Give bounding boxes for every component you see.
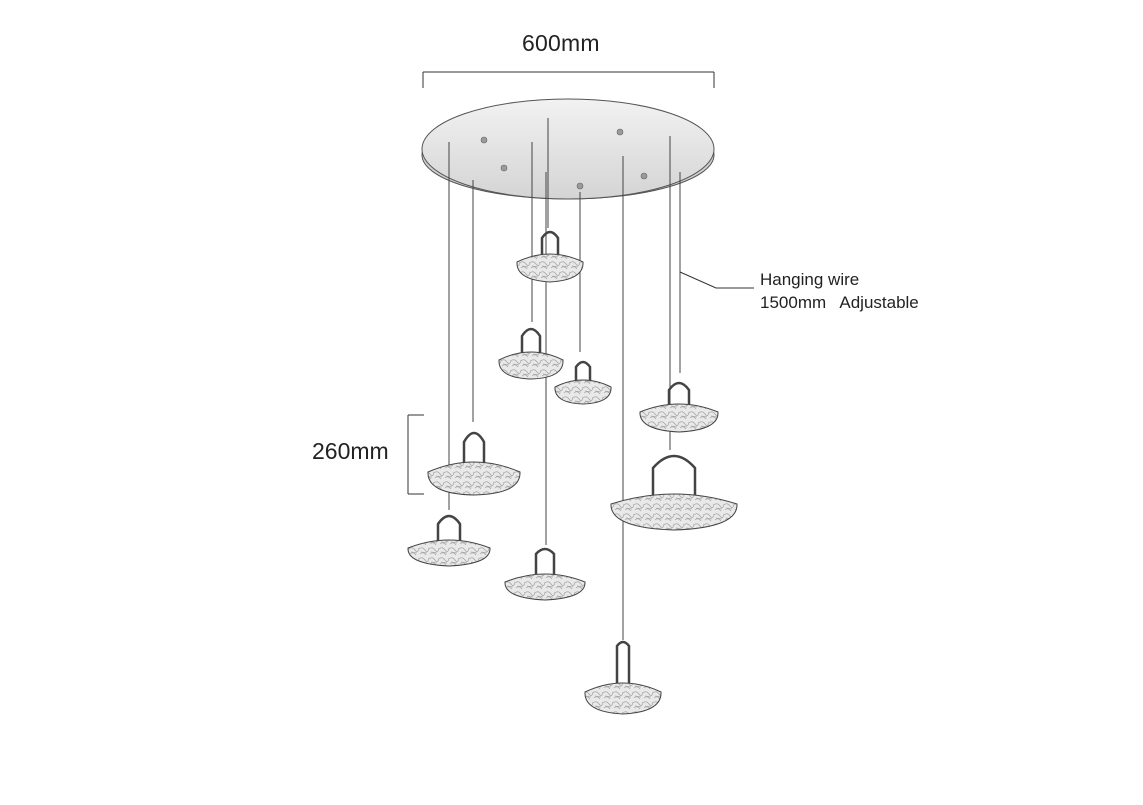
ceiling-canopy	[421, 98, 715, 200]
pendant-light	[504, 547, 586, 601]
pendant-light	[427, 431, 521, 496]
height-dimension-bracket	[407, 414, 424, 495]
width-dimension-bracket	[422, 71, 715, 88]
pendant-light	[516, 230, 584, 283]
height-dimension-label: 260mm	[312, 438, 389, 464]
pendant-light	[639, 381, 719, 433]
pendant-light	[554, 360, 612, 405]
pendant-light	[407, 514, 491, 567]
hanging-wire-label: Hanging wire	[760, 270, 860, 289]
pendant-light	[498, 327, 564, 380]
pendant-light	[610, 454, 738, 531]
pendant-light	[584, 640, 662, 715]
wire-callout-leader	[679, 271, 754, 289]
wire-length-label: 1500mm Adjustable	[760, 293, 919, 312]
width-dimension-label: 600mm	[522, 30, 600, 56]
